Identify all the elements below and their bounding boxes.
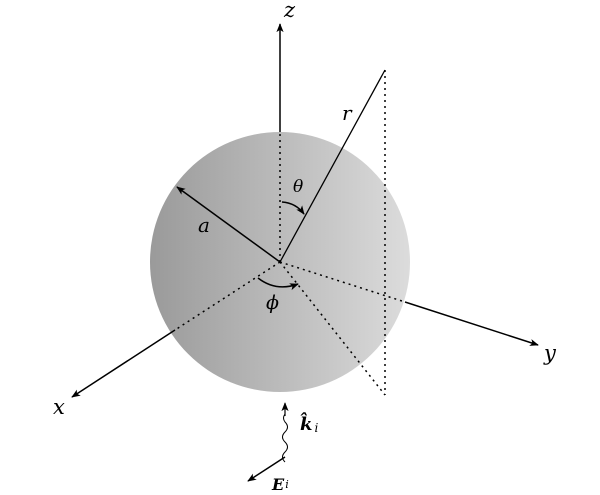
incident-wave <box>282 413 288 463</box>
phi-label: ϕ <box>266 292 279 314</box>
e-field-arrow <box>247 456 286 482</box>
y-axis-line <box>404 301 539 346</box>
x-axis-line <box>71 329 176 398</box>
e-label: Ei <box>271 475 289 494</box>
theta-arc <box>281 201 305 215</box>
y-axis-hidden <box>279 261 406 303</box>
k-label: k̂i <box>300 411 318 435</box>
projection-xy <box>279 261 386 396</box>
a-label: a <box>198 213 210 237</box>
x-axis-label: x <box>53 395 65 419</box>
theta-label: θ <box>293 177 303 197</box>
y-axis-label: y <box>543 341 557 365</box>
r-label: r <box>342 101 353 125</box>
phi-arc <box>257 277 299 291</box>
radius-a-arrow <box>176 186 281 263</box>
r-vector <box>279 69 386 263</box>
z-axis-label: z <box>283 0 296 22</box>
